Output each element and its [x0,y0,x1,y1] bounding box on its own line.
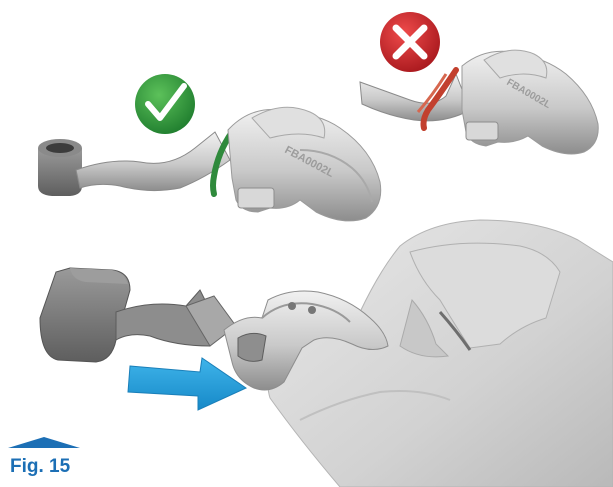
figure-label: Fig. 15 [10,456,70,478]
inserter-handle [40,268,236,362]
insertion-scene [40,220,613,487]
incorrect-arm [360,74,470,121]
correct-example: FBA0002L [38,74,381,221]
trial-implant: FBA0002L [228,107,381,221]
incorrect-trial-implant: FBA0002L [462,50,598,154]
handle-post [38,139,82,196]
incorrect-status-badge [380,12,440,72]
figure-caret-icon [8,436,80,448]
arrow-right-icon [128,358,246,410]
correct-status-badge [135,74,195,134]
incorrect-example: FBA0002L [360,12,598,154]
connecting-arm [76,132,230,191]
